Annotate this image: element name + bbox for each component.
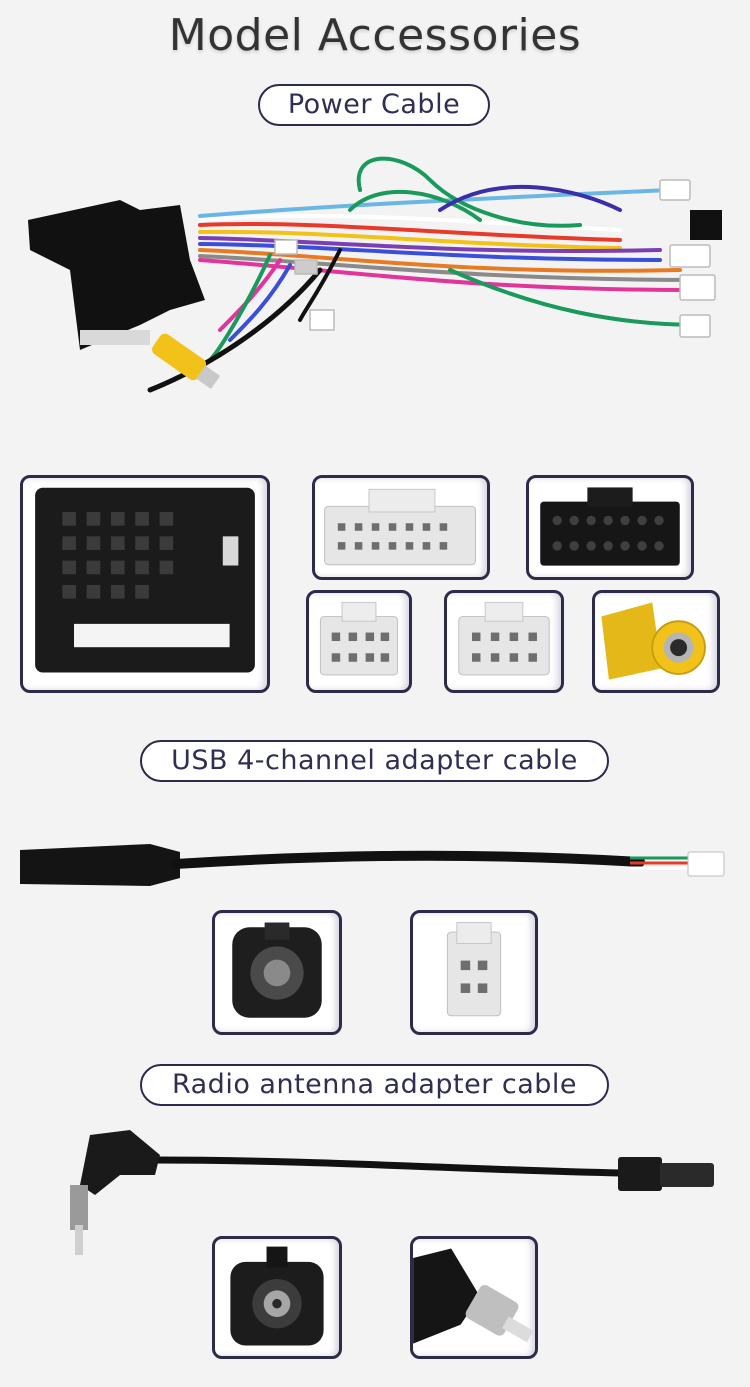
white-connector-8pin-b-thumb bbox=[444, 590, 564, 693]
white-connector-icon bbox=[319, 601, 399, 676]
usb-cable-icon bbox=[20, 844, 725, 886]
rca-connector-icon bbox=[601, 602, 706, 680]
power-harness-image bbox=[20, 150, 740, 440]
white-connector-16pin-thumb bbox=[312, 475, 490, 580]
wire-harness-icon bbox=[28, 156, 722, 393]
antenna-socket-icon bbox=[230, 1246, 324, 1346]
quadlock-connector-thumb bbox=[20, 475, 270, 693]
usb-cable-image bbox=[20, 830, 740, 900]
black-connector-icon bbox=[540, 487, 680, 566]
black-connector-16pin-thumb bbox=[526, 475, 694, 580]
power-cable-label: Power Cable bbox=[258, 84, 490, 126]
antenna-socket-thumb bbox=[212, 1236, 342, 1359]
page-title: Model Accessories bbox=[168, 10, 582, 61]
antenna-cable-image bbox=[20, 1125, 740, 1265]
antenna-plug-thumb bbox=[410, 1236, 538, 1359]
fakra-connector-thumb bbox=[212, 910, 342, 1035]
radio-cable-label: Radio antenna adapter cable bbox=[140, 1064, 609, 1106]
usb-cable-label: USB 4-channel adapter cable bbox=[140, 740, 609, 782]
fakra-connector-icon bbox=[232, 922, 322, 1018]
white-connector-icon bbox=[446, 922, 502, 1017]
white-connector-8pin-a-thumb bbox=[306, 590, 412, 693]
antenna-plug-icon bbox=[413, 1248, 534, 1344]
white-connector-icon bbox=[458, 601, 550, 676]
white-connector-icon bbox=[324, 488, 476, 566]
rca-connector-thumb bbox=[592, 590, 720, 693]
quadlock-connector-icon bbox=[35, 487, 255, 673]
antenna-cable-icon bbox=[70, 1130, 714, 1255]
white-connector-4pin-thumb bbox=[410, 910, 538, 1035]
